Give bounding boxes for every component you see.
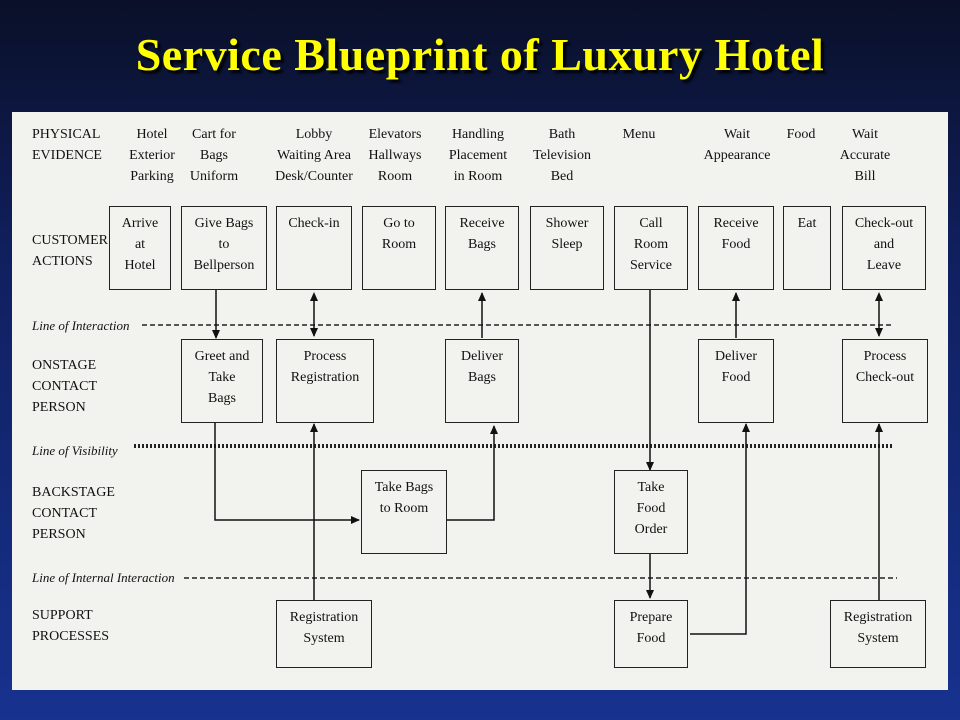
action-go-to-room: Go to Room	[362, 206, 436, 290]
evidence-food: Food	[786, 127, 816, 142]
onstage-greet: Greet and Take Bags	[181, 339, 263, 423]
action-receive-bags: Receive Bags	[445, 206, 519, 290]
row-label-backstage: BACKSTAGE CONTACT PERSON	[32, 485, 115, 542]
support-prepare-food: Prepare Food	[614, 600, 688, 668]
evidence-cart: Cart for Bags Uniform	[189, 127, 239, 184]
onstage-process-checkout: Process Check-out	[842, 339, 928, 423]
slide-title: Service Blueprint of Luxury Hotel	[135, 29, 825, 80]
blueprint-panel: PHYSICAL EVIDENCE CUSTOMER ACTIONS ONSTA…	[12, 112, 948, 690]
evidence-lobby: Lobby Waiting Area Desk/Counter	[275, 127, 353, 184]
connector-take-bags-deliver	[446, 425, 498, 521]
row-label-customer-actions: CUSTOMER ACTIONS	[32, 233, 108, 269]
evidence-wait-appearance: Wait Appearance	[703, 127, 771, 163]
row-label-onstage: ONSTAGE CONTACT PERSON	[32, 358, 97, 415]
evidence-handling: Handling Placement in Room	[448, 127, 508, 184]
evidence-menu: Menu	[622, 127, 656, 142]
evidence-bath: Bath Television Bed	[532, 127, 592, 184]
support-registration-system-1: Registration System	[276, 600, 372, 668]
action-eat: Eat	[783, 206, 831, 290]
row-label-support: SUPPORT PROCESSES	[32, 608, 110, 644]
evidence-wait-bill: Wait Accurate Bill	[839, 127, 891, 184]
action-give-bags: Give Bags to Bellperson	[181, 206, 267, 290]
evidence-elevators: Elevators Hallways Room	[368, 127, 422, 184]
connector-greet-take-bags	[214, 394, 360, 524]
connector-layer	[134, 290, 897, 635]
action-check-out: Check-out and Leave	[842, 206, 926, 290]
action-receive-food: Receive Food	[698, 206, 774, 290]
action-arrive: Arrive at Hotel	[109, 206, 171, 290]
action-check-in: Check-in	[276, 206, 352, 290]
onstage-deliver-food: Deliver Food	[698, 339, 774, 423]
support-registration-system-2: Registration System	[830, 600, 926, 668]
line-label-interaction: Line of Interaction	[32, 318, 130, 333]
onstage-process-registration: Process Registration	[276, 339, 374, 423]
evidence-hotel: Hotel Exterior Parking	[129, 127, 175, 184]
backstage-take-bags: Take Bags to Room	[361, 470, 447, 554]
onstage-deliver-bags: Deliver Bags	[445, 339, 519, 423]
action-call-room-service: Call Room Service	[614, 206, 688, 290]
row-label-physical-evidence: PHYSICAL EVIDENCE	[32, 127, 102, 163]
action-shower-sleep: Shower Sleep	[530, 206, 604, 290]
line-label-internal: Line of Internal Interaction	[32, 570, 175, 585]
line-label-visibility: Line of Visibility	[32, 443, 118, 458]
connector-prepare-deliver	[690, 423, 750, 635]
backstage-take-food-order: Take Food Order	[614, 470, 688, 554]
